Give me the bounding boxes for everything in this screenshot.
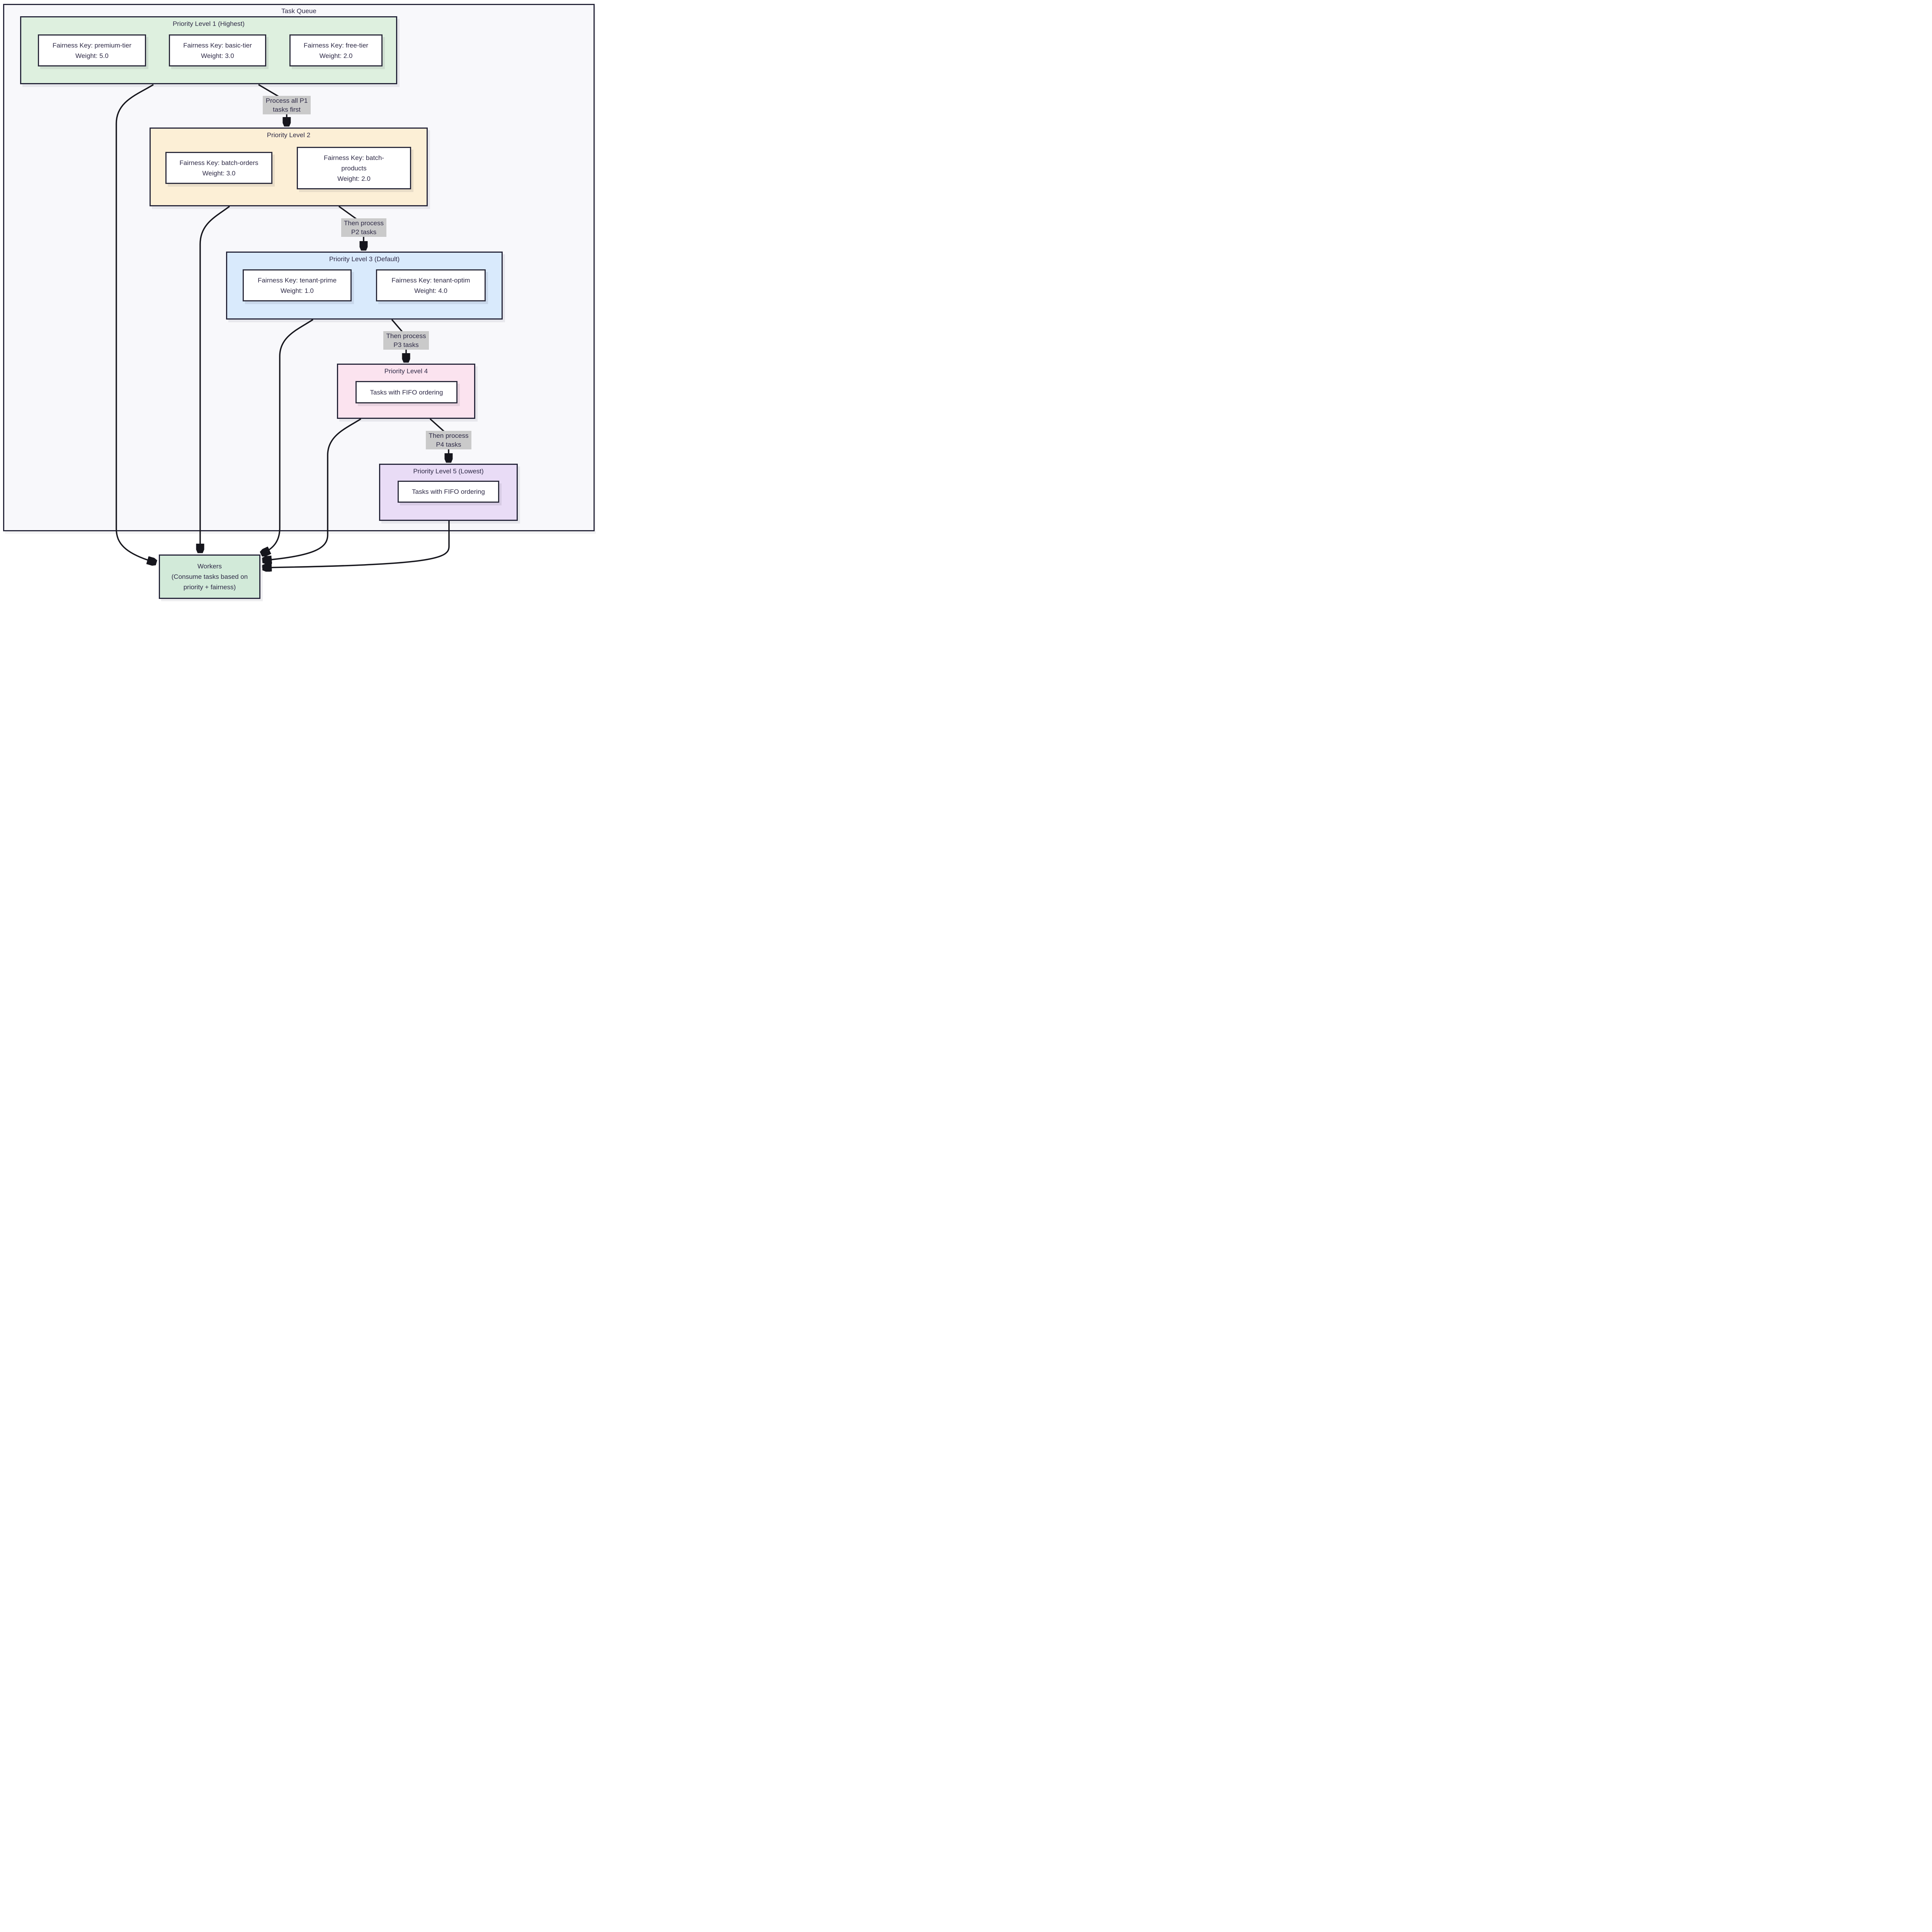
workers-text-line: Workers [197, 563, 222, 570]
edge-label-line: Then process [344, 219, 384, 227]
edge-label-line: Process all P1 [265, 97, 308, 104]
edge-label-line: P3 tasks [393, 341, 419, 349]
priority-level-4-title: Priority Level 4 [384, 367, 428, 375]
priority-level-5-title: Priority Level 5 (Lowest) [413, 468, 484, 475]
workers-text-line: priority + fairness) [183, 583, 236, 591]
priority-level-5: Priority Level 5 (Lowest) Tasks with FIF… [379, 464, 518, 521]
priority-level-1-title: Priority Level 1 (Highest) [172, 20, 245, 27]
fifo-node-level-5: Tasks with FIFO ordering [398, 481, 499, 503]
priority-level-1: Priority Level 1 (Highest) Fairness Key:… [20, 16, 397, 84]
node-text-line: Fairness Key: premium-tier [52, 41, 132, 49]
edge-label-line: Then process [386, 332, 426, 340]
priority-level-2: Priority Level 2 Fairness Key: batch-ord… [150, 128, 428, 206]
workers-node: Workers (Consume tasks based on priority… [159, 554, 260, 599]
fairness-node-free-tier: Fairness Key: free-tier Weight: 2.0 [289, 34, 383, 66]
workers-text-line: (Consume tasks based on [171, 573, 248, 580]
node-text-line: Fairness Key: tenant-prime [257, 276, 337, 284]
edge-label-line: tasks first [273, 106, 301, 113]
edge-label-line: P4 tasks [436, 441, 461, 448]
edge-label-p1-p2: Process all P1 tasks first [263, 96, 311, 114]
node-text-line: Tasks with FIFO ordering [370, 388, 443, 396]
priority-level-3: Priority Level 3 (Default) Fairness Key:… [226, 252, 503, 320]
edge-label-p2-p3: Then process P2 tasks [341, 218, 386, 237]
edge-label-line: Then process [429, 432, 469, 439]
fairness-node-batch-orders: Fairness Key: batch-orders Weight: 3.0 [165, 152, 272, 184]
priority-level-4: Priority Level 4 Tasks with FIFO orderin… [337, 364, 475, 419]
fairness-node-batch-products: Fairness Key: batch- products Weight: 2.… [297, 147, 411, 189]
node-text-line: Weight: 2.0 [337, 175, 371, 182]
fairness-node-premium-tier: Fairness Key: premium-tier Weight: 5.0 [38, 34, 146, 66]
edge-label-p3-p4: Then process P3 tasks [383, 331, 429, 350]
node-text-line: Weight: 4.0 [414, 287, 447, 294]
fairness-node-basic-tier: Fairness Key: basic-tier Weight: 3.0 [169, 34, 266, 66]
node-text-line: Fairness Key: batch-orders [179, 159, 259, 167]
fairness-node-tenant-prime: Fairness Key: tenant-prime Weight: 1.0 [243, 269, 352, 301]
fifo-node-level-4: Tasks with FIFO ordering [355, 381, 457, 403]
task-queue-title: Task Queue [281, 7, 316, 15]
node-text-line: Weight: 5.0 [75, 52, 109, 60]
priority-level-3-title: Priority Level 3 (Default) [329, 255, 400, 263]
diagram-canvas: Task Queue Priority Level 1 (Highest) Fa… [0, 0, 596, 601]
node-text-line: Fairness Key: tenant-optim [391, 276, 470, 284]
priority-level-2-title: Priority Level 2 [267, 131, 311, 139]
edge-label-line: P2 tasks [351, 228, 377, 236]
node-text-line: Weight: 1.0 [281, 287, 314, 294]
edge-label-p4-p5: Then process P4 tasks [426, 431, 471, 449]
node-text-line: Weight: 3.0 [201, 52, 234, 60]
node-text-line: Fairness Key: free-tier [303, 41, 369, 49]
node-text-line: Fairness Key: basic-tier [183, 41, 252, 49]
node-text-line: Fairness Key: batch- [324, 154, 384, 162]
node-text-line: Weight: 3.0 [202, 169, 236, 177]
node-text-line: Weight: 2.0 [319, 52, 353, 60]
node-text-line: Tasks with FIFO ordering [412, 488, 485, 495]
fairness-node-tenant-optim: Fairness Key: tenant-optim Weight: 4.0 [376, 269, 486, 301]
node-text-line: products [341, 164, 367, 172]
